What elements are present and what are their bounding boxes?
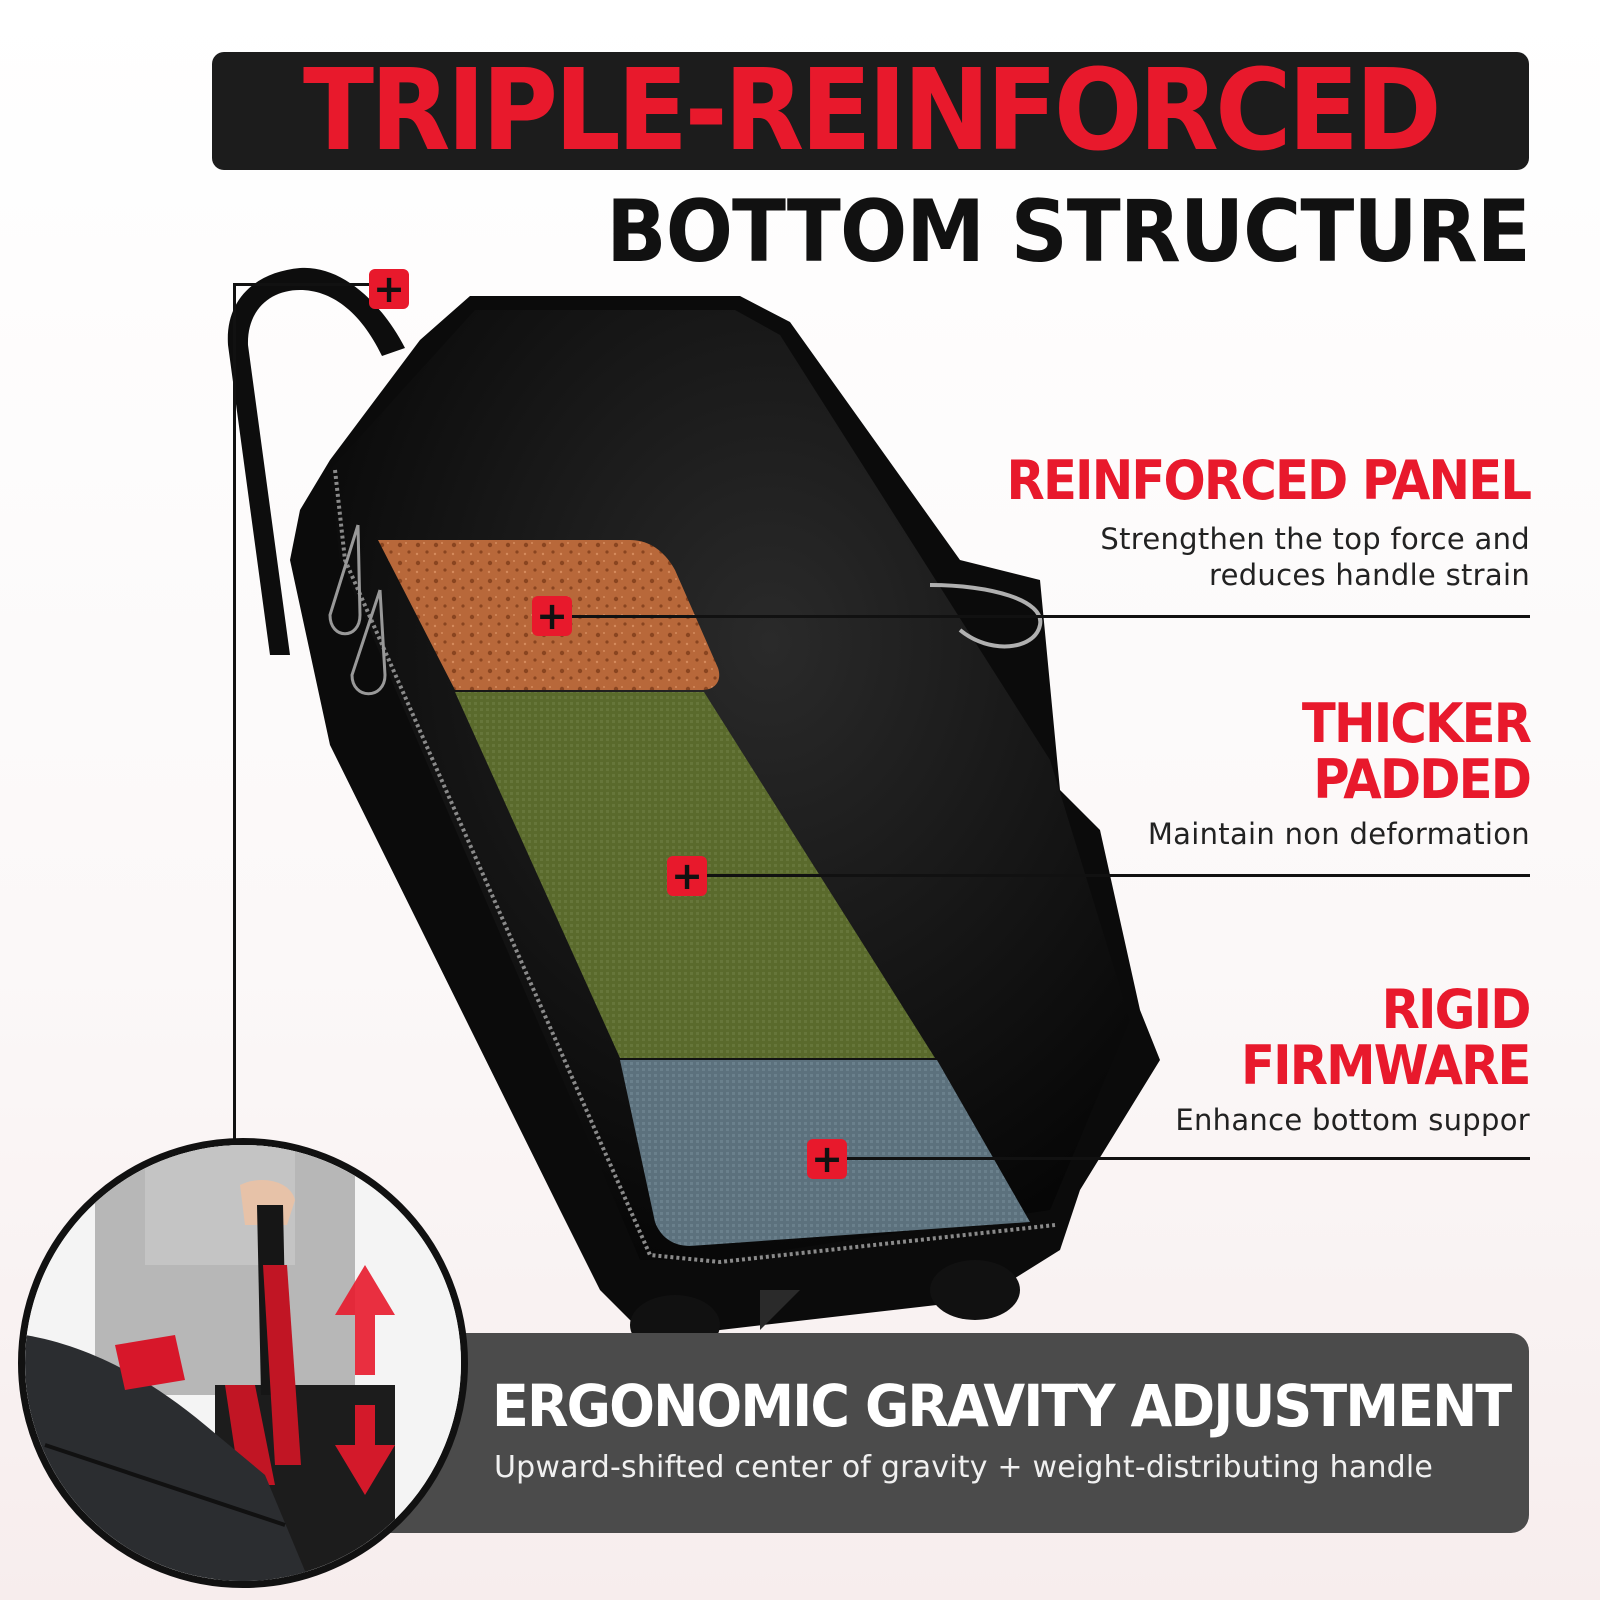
feature-reinforced-panel: REINFORCED PANEL Strengthen the top forc… bbox=[961, 449, 1531, 593]
carry-photo-inset bbox=[18, 1138, 468, 1588]
title-banner: TRIPLE-REINFORCED bbox=[212, 46, 1529, 176]
plus-icon[interactable]: + bbox=[532, 596, 572, 636]
ergonomic-banner bbox=[300, 1333, 1529, 1533]
feature-description: Maintain non deformation bbox=[1147, 817, 1530, 851]
feature-rigid-firmware: RIGID FIRMWARE Enhance bottom suppor bbox=[1175, 978, 1532, 1138]
feature-description: Enhance bottom suppor bbox=[1175, 1103, 1530, 1137]
up-arrow-icon bbox=[335, 1265, 395, 1375]
plus-icon[interactable]: + bbox=[667, 856, 707, 896]
feature-title-line2: PADDED bbox=[1313, 748, 1532, 811]
feature-title-line1: RIGID bbox=[1381, 978, 1532, 1041]
banner-subtitle: Upward-shifted center of gravity + weigh… bbox=[494, 1450, 1434, 1485]
feature-title-line1: THICKER bbox=[1301, 692, 1532, 755]
plus-icon[interactable]: + bbox=[807, 1139, 847, 1179]
page-subtitle: BOTTOM STRUCTURE bbox=[606, 182, 1530, 282]
down-arrow-icon bbox=[335, 1405, 395, 1495]
banner-title: ERGONOMIC GRAVITY ADJUSTMENT bbox=[492, 1372, 1512, 1440]
connector-padded bbox=[693, 874, 1530, 877]
connector-panel bbox=[560, 615, 1530, 618]
connector-vertical-left bbox=[233, 283, 236, 1143]
connector-top bbox=[233, 283, 378, 286]
feature-title-line2: FIRMWARE bbox=[1241, 1034, 1531, 1097]
feature-title: REINFORCED PANEL bbox=[1006, 449, 1531, 512]
page-title: TRIPLE-REINFORCED bbox=[302, 46, 1442, 176]
carry-photo bbox=[25, 1145, 461, 1581]
feature-description: Strengthen the top force and reduces han… bbox=[1100, 522, 1530, 592]
feature-thicker-padded: THICKER PADDED Maintain non deformation bbox=[1147, 692, 1532, 852]
connector-firm bbox=[830, 1157, 1530, 1160]
plus-icon[interactable]: + bbox=[369, 269, 409, 309]
